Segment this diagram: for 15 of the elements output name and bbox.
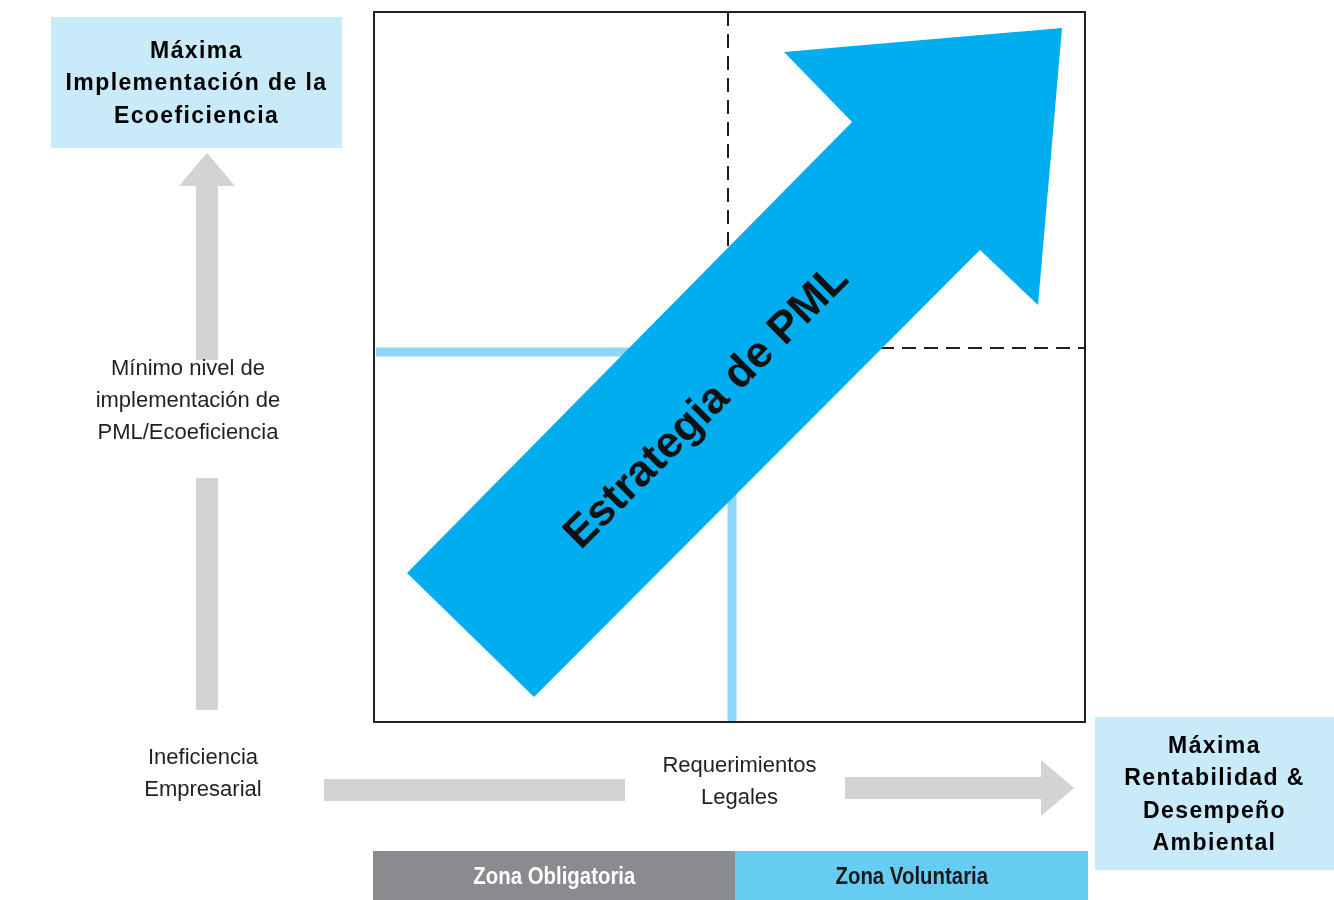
goal-label: Máxima Implementación de la Ecoeficiencia [64, 36, 329, 130]
zone-band [735, 851, 1088, 900]
axis-label: Ineficiencia Empresarial [143, 743, 263, 803]
axis-label: Mínimo nivel de implementación de PML/Ecoeficiencia [94, 354, 282, 446]
goal-box [51, 17, 342, 148]
zone-label: Zona Obligatoria [472, 860, 636, 891]
connector-bar [324, 779, 625, 801]
arrow [845, 760, 1075, 816]
goal-box [1095, 717, 1334, 870]
connector-bar [196, 478, 218, 710]
zone-label: Zona Voluntaria [835, 860, 988, 891]
zone-band [373, 851, 735, 900]
axis-label: Requerimientos Legales [661, 751, 818, 811]
arrow [179, 152, 235, 360]
goal-label: Máxima Rentabilidad & Desempeño Ambiental [1123, 731, 1306, 857]
